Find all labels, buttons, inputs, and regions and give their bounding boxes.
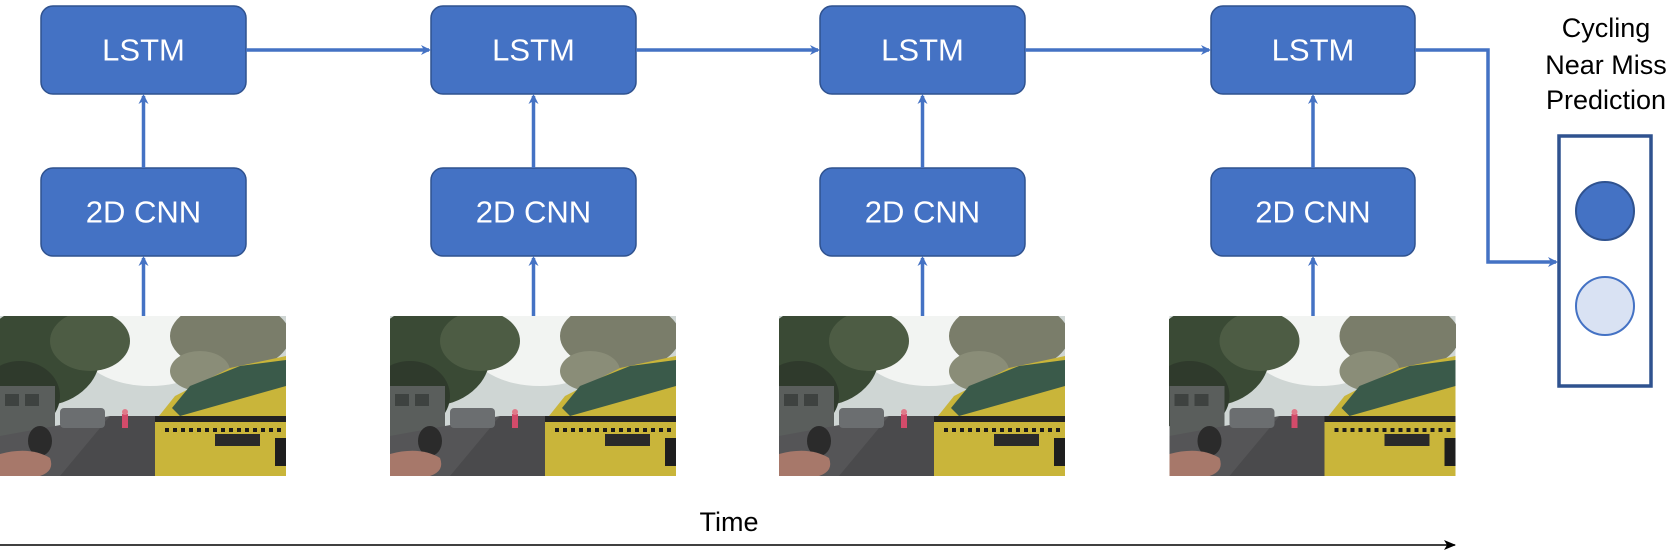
cnn-block-3: 2D CNN <box>819 167 1026 257</box>
video-frame-4 <box>1169 316 1456 476</box>
lstm-block-3: LSTM <box>819 5 1026 95</box>
active-output-circle <box>1575 181 1635 241</box>
lstm-block-2: LSTM <box>430 5 637 95</box>
time-label: Time <box>700 507 759 537</box>
lstm-label: LSTM <box>492 33 575 68</box>
cnn-label: 2D CNN <box>1255 195 1370 230</box>
cnn-label: 2D CNN <box>86 195 201 230</box>
inactive-output-circle <box>1575 276 1635 336</box>
video-frame-2 <box>390 316 676 476</box>
output-arrow <box>1415 48 1558 267</box>
output-title-line-2: Near Miss <box>1545 50 1667 80</box>
output-title-line-3: Prediction <box>1546 85 1666 115</box>
cnn-block-2: 2D CNN <box>430 167 637 257</box>
cnn-label: 2D CNN <box>476 195 591 230</box>
cnn-block-4: 2D CNN <box>1210 167 1416 257</box>
lstm-label: LSTM <box>881 33 964 68</box>
output-box <box>1557 134 1653 388</box>
video-frame-1 <box>0 316 286 476</box>
lstm-label: LSTM <box>102 33 185 68</box>
lstm-block-1: LSTM <box>40 5 247 95</box>
lstm-block-4: LSTM <box>1210 5 1416 95</box>
cnn-block-1: 2D CNN <box>40 167 247 257</box>
video-frame-3 <box>779 316 1065 476</box>
lstm-label: LSTM <box>1272 33 1355 68</box>
cnn-label: 2D CNN <box>865 195 980 230</box>
output-title-line-1: Cycling <box>1562 13 1651 43</box>
